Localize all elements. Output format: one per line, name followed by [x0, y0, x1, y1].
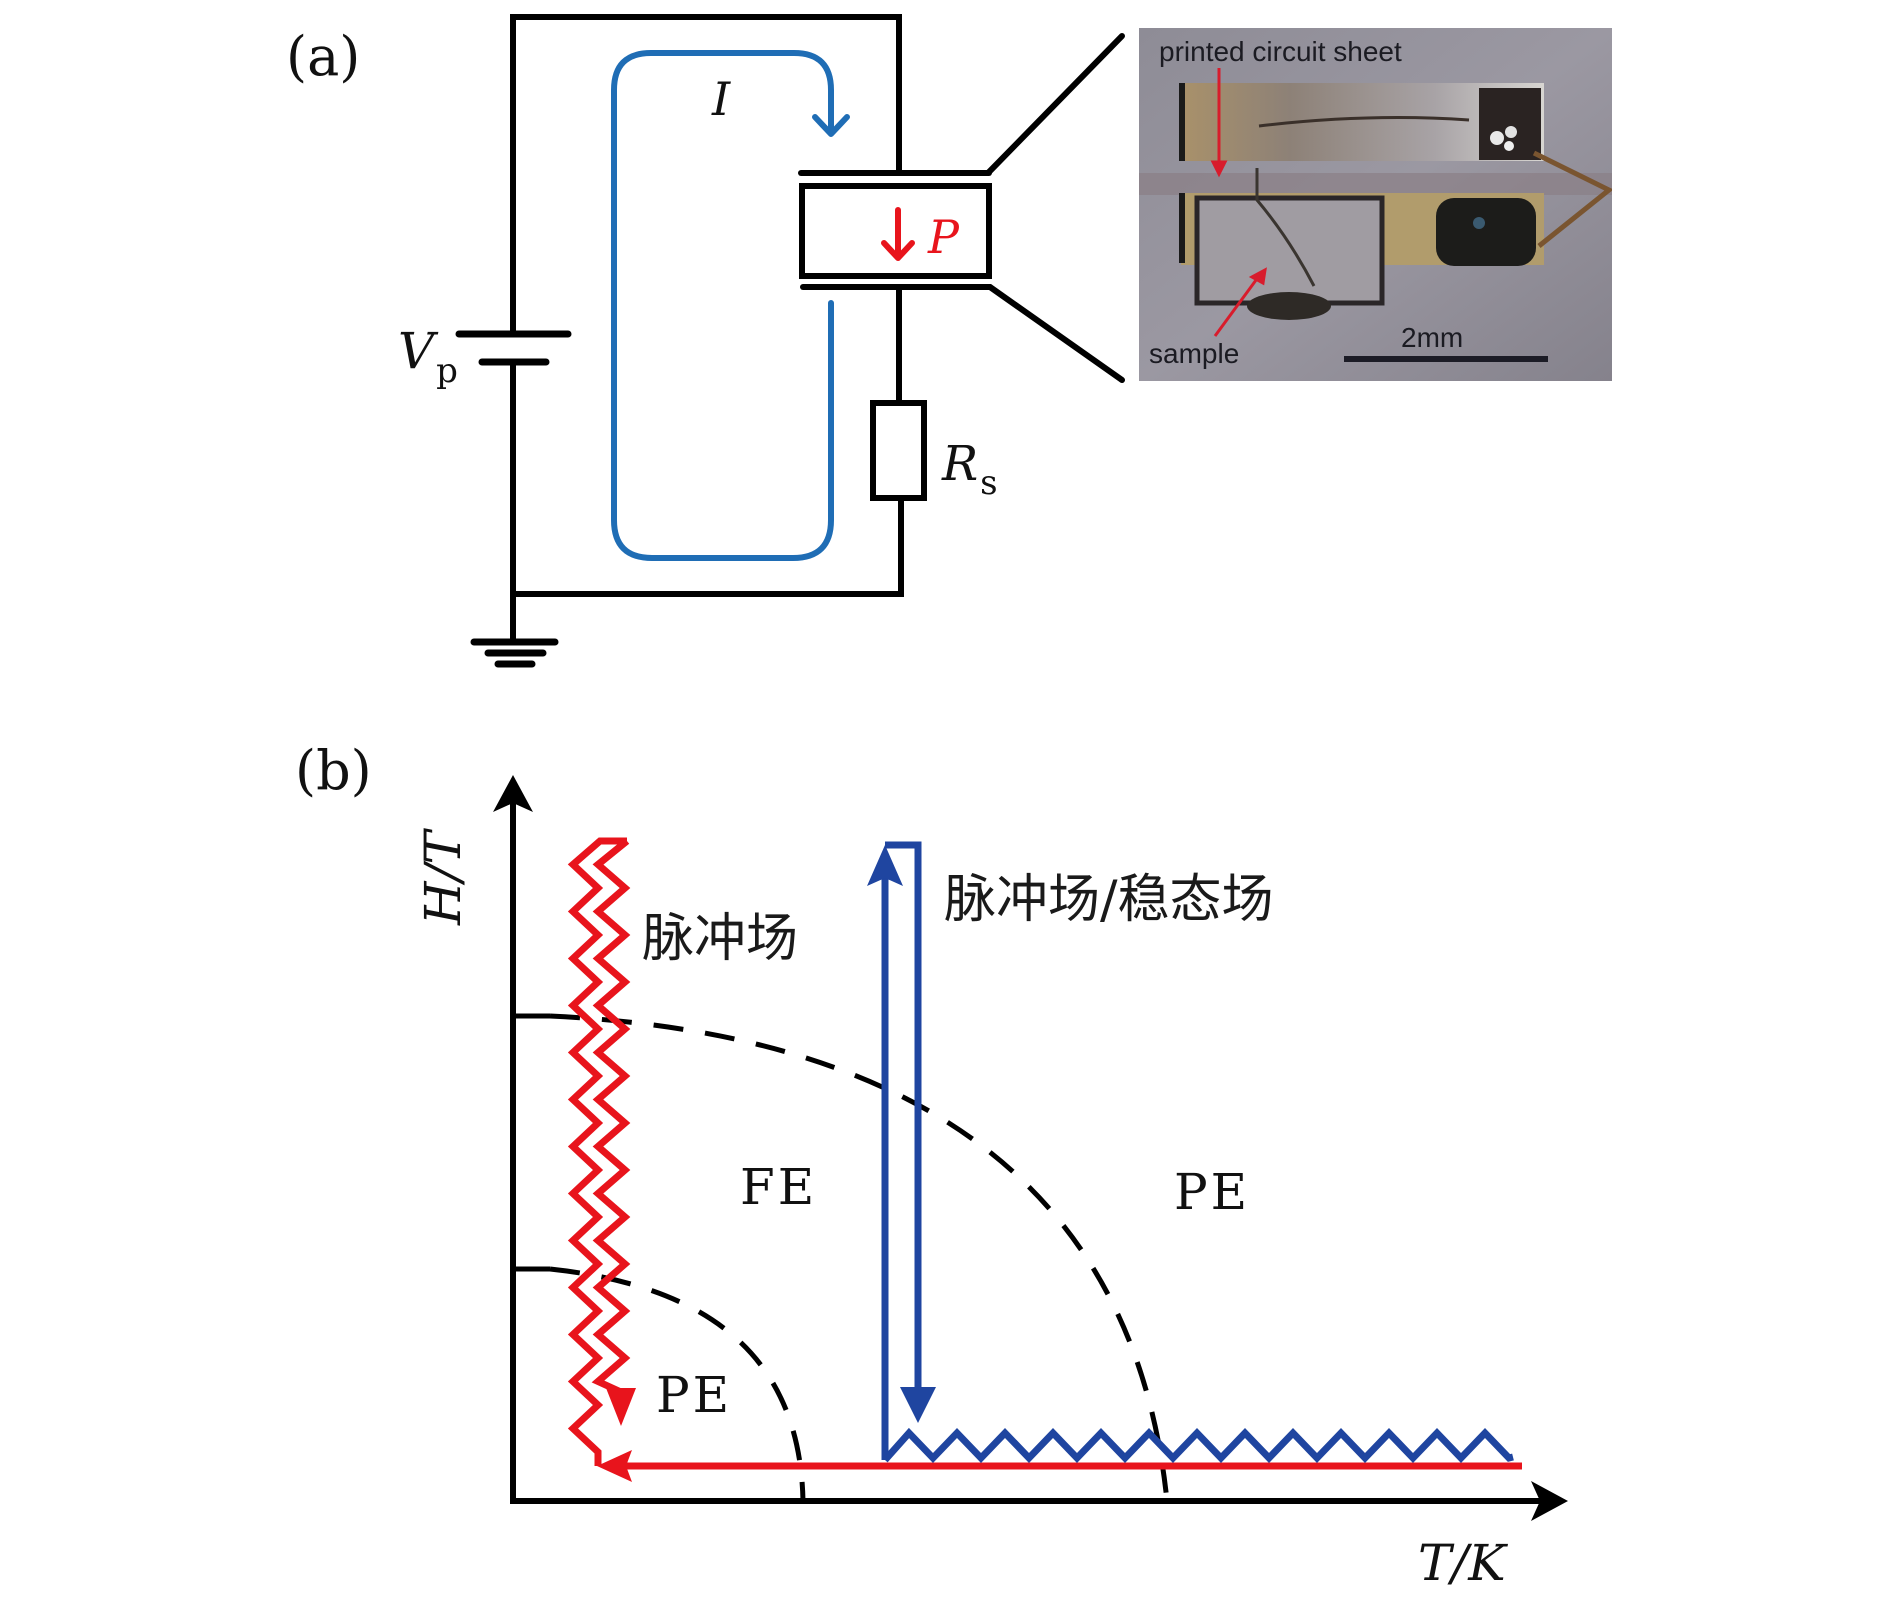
red-down-arrowhead	[606, 1388, 636, 1426]
pulsed-steady-field-label: 脉冲场/稳态场	[944, 870, 1274, 930]
y-ticks	[513, 1013, 550, 1272]
steady-field-path	[881, 841, 1514, 1464]
source-label: Vp	[398, 326, 458, 388]
blue-zigzag	[882, 1427, 1514, 1464]
circuit-diagram	[455, 14, 1125, 668]
sample-box	[799, 183, 992, 279]
pulsed-field-label: 脉冲场	[642, 909, 799, 969]
panel-a-label: (a)	[286, 25, 361, 88]
ground-icon	[470, 638, 559, 668]
y-axis-label: H/T	[414, 831, 472, 925]
arrowhead-circuit-sheet	[1210, 160, 1228, 178]
pe-low-region-label: PE	[656, 1366, 733, 1424]
battery-icon	[455, 330, 572, 366]
photo-label-circuit-sheet: printed circuit sheet	[1159, 36, 1402, 67]
resistor-icon	[870, 400, 927, 501]
resistor-symbol: R	[942, 436, 979, 492]
x-axis-label: T/K	[1418, 1534, 1506, 1592]
photo-drawing	[1139, 28, 1612, 381]
blue-down-arrowhead	[900, 1387, 936, 1423]
arrow-to-sample	[1213, 275, 1261, 337]
red-zigzag-inner	[591, 838, 631, 1396]
wire-bottom	[510, 495, 904, 597]
polarization-label: P	[928, 210, 959, 264]
current-arrowhead	[812, 114, 850, 137]
resistor-subscript: s	[980, 463, 998, 503]
photo-label-sample: sample	[1149, 338, 1240, 369]
sample-photo: printed circuit sheet sample 2mm	[1139, 28, 1612, 381]
current-loop	[611, 50, 850, 561]
scale-bar	[1344, 356, 1548, 362]
blue-return	[885, 841, 922, 1395]
solder-blob	[1436, 198, 1536, 266]
pulsed-field-path	[567, 837, 1522, 1470]
fe-region-label: FE	[740, 1158, 818, 1216]
outer-phase-boundary	[549, 1013, 1170, 1502]
current-label: I	[712, 72, 731, 126]
current-path	[611, 50, 834, 561]
axes	[510, 800, 1540, 1504]
red-left-arrowhead	[597, 1450, 632, 1482]
polarization-arrow-icon	[881, 207, 915, 261]
wire-top-loop	[510, 14, 902, 337]
photo-scale-label: 2mm	[1401, 322, 1464, 353]
magnify-lines	[986, 33, 1125, 383]
blue-up-arrowhead	[867, 845, 903, 886]
arrowhead-sample	[1248, 267, 1267, 286]
resistor-label: Rs	[942, 440, 998, 500]
circuit-wires	[510, 14, 904, 645]
photo-arrows	[1210, 68, 1267, 337]
pe-high-region-label: PE	[1174, 1163, 1251, 1221]
source-symbol: V	[398, 322, 435, 380]
y-axis-arrowhead	[493, 775, 533, 812]
x-axis-arrowhead	[1531, 1481, 1568, 1521]
sample-capacitor	[798, 170, 993, 290]
phase-boundaries	[549, 1013, 1170, 1502]
red-zigzag-outer	[567, 837, 627, 1466]
panel-b-label: (b)	[295, 739, 372, 802]
y-axis-label-symbol: H/T	[414, 831, 472, 925]
source-subscript: p	[436, 351, 458, 391]
